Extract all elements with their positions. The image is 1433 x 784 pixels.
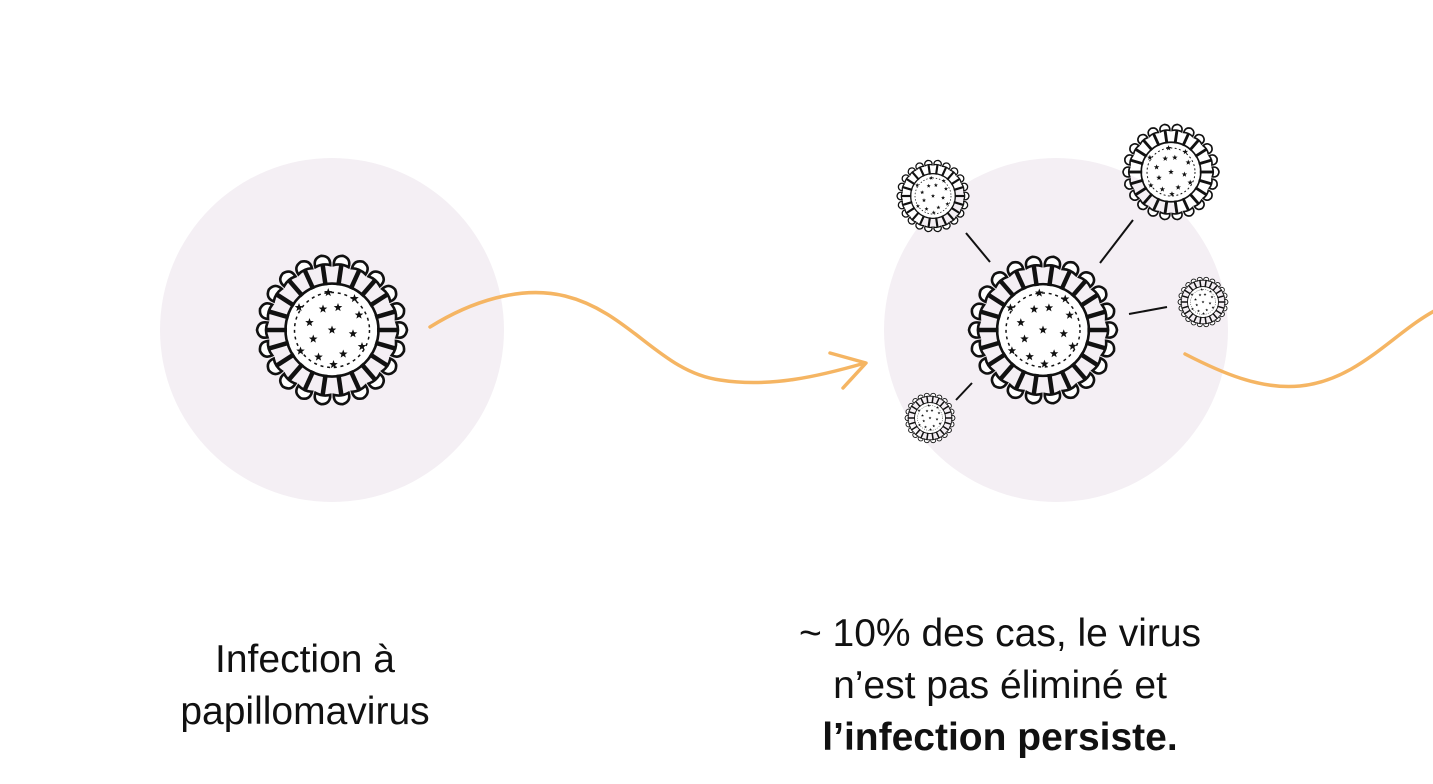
connector-line bbox=[955, 382, 973, 401]
step-1-caption: Infection à papillomavirus bbox=[140, 634, 470, 738]
caption-line: papillomavirus bbox=[180, 690, 430, 733]
caption-line: ~ 10% des cas, le virus bbox=[798, 612, 1202, 655]
step-2-group bbox=[884, 124, 1228, 502]
caption-line: n’est pas éliminé et bbox=[833, 664, 1167, 707]
caption-emphasis: l’infection persiste. bbox=[822, 716, 1178, 759]
step-1-group bbox=[160, 158, 504, 502]
connector-line bbox=[1128, 306, 1168, 315]
connector-line bbox=[965, 232, 991, 263]
caption-line: Infection à bbox=[215, 638, 395, 681]
connector-line bbox=[1099, 219, 1134, 264]
curved-arrow-icon bbox=[1183, 309, 1433, 389]
step-2-caption: ~ 10% des cas, le virus n’est pas élimin… bbox=[760, 608, 1240, 764]
curved-arrow-icon bbox=[428, 290, 868, 390]
